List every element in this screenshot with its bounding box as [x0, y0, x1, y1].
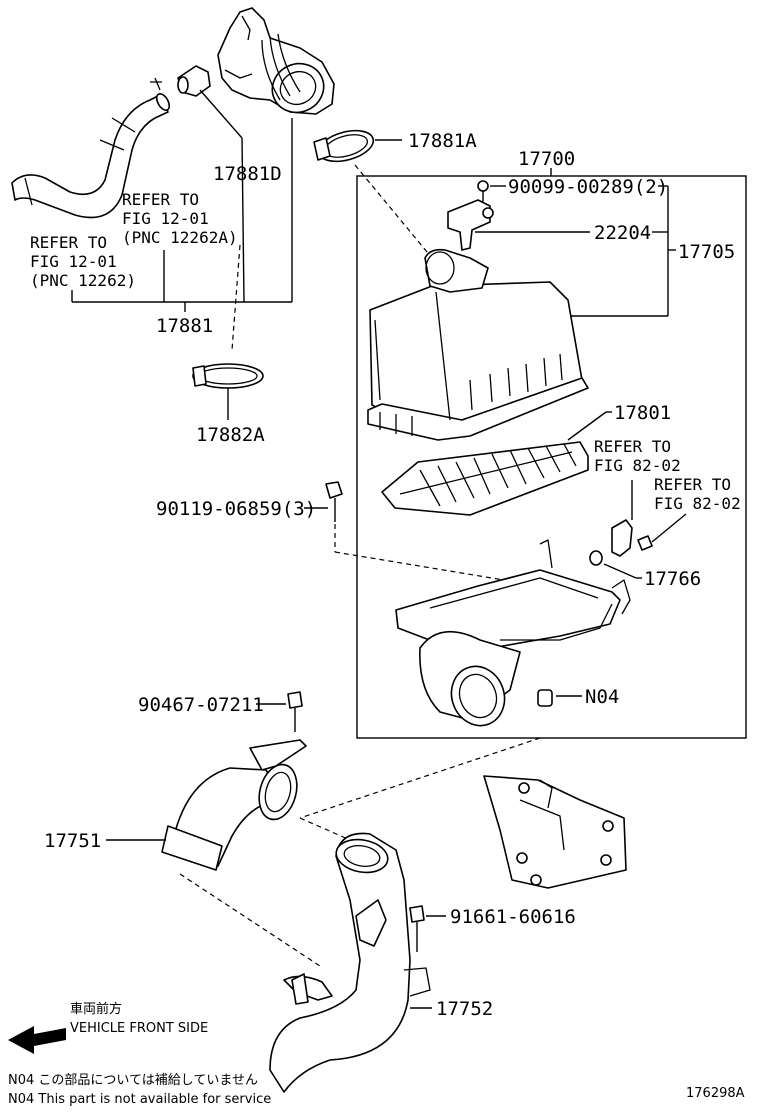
label-N04: N04 [585, 686, 619, 708]
label-17882A: 17882A [196, 424, 265, 446]
ref-line: (PNC 12262A) [122, 228, 238, 247]
callout-lines-17881 [71, 89, 293, 351]
grommet-N04-drawing [537, 689, 582, 707]
label-17752: 17752 [436, 998, 493, 1020]
ref-line: REFER TO [594, 437, 671, 456]
clamp-17882A-drawing [192, 363, 264, 420]
filter-element-17801-drawing [381, 411, 612, 516]
ref-line: FIG 12-01 [30, 252, 117, 271]
label-17766: 17766 [644, 568, 701, 590]
sensor-22204-drawing [447, 199, 590, 251]
label-90467-07211: 90467-07211 [138, 694, 264, 716]
ref-line: REFER TO [30, 233, 107, 252]
bolt-90099-drawing [477, 180, 506, 202]
bolt-91661-drawing [409, 905, 446, 952]
grommet-17766-drawing [589, 550, 642, 579]
callout-lines-17705 [565, 185, 676, 317]
ref-fig-82-02-b: REFER TO FIG 82-02 [654, 475, 741, 513]
note-en: N04 This part is not available for servi… [8, 1092, 271, 1107]
direction-label-en: VEHICLE FRONT SIDE [70, 1021, 208, 1036]
label-90119-06859: 90119-06859(3) [156, 498, 316, 520]
ref-line: REFER TO [122, 190, 199, 209]
ref-line: FIG 82-02 [654, 494, 741, 513]
bolt-90119-drawing [304, 481, 343, 522]
cleaner-case-drawing [395, 539, 631, 727]
ref-fig-12-01-pnc-12262A: REFER TO FIG 12-01 (PNC 12262A) [122, 190, 238, 247]
ref-fig-12-01-pnc-12262: REFER TO FIG 12-01 (PNC 12262) [30, 233, 136, 290]
label-17700: 17700 [518, 148, 575, 170]
front-arrow-icon [8, 1026, 66, 1054]
label-91661-60616: 91661-60616 [450, 906, 576, 928]
label-17881: 17881 [156, 315, 213, 337]
label-17881D: 17881D [213, 163, 282, 185]
ref-line: FIG 82-02 [594, 456, 681, 475]
bolt-90467-drawing [256, 691, 303, 732]
label-17801: 17801 [614, 402, 671, 424]
intake-hose-17881-drawing [11, 7, 335, 219]
label-17881A: 17881A [408, 130, 477, 152]
ref-line: FIG 12-01 [122, 209, 209, 228]
label-22204: 22204 [594, 222, 651, 244]
duct-17751-drawing [106, 739, 307, 871]
label-17705: 17705 [678, 241, 735, 263]
bracket-refer-82-02-drawing [611, 480, 687, 557]
label-90099-00289: 90099-00289(2) [508, 176, 668, 198]
ref-line: (PNC 12262) [30, 271, 136, 290]
support-bracket-drawing [483, 775, 627, 889]
cleaner-cap-17705-drawing [367, 248, 589, 441]
clamp-17881A-drawing [313, 129, 402, 163]
figure-id: 176298A [686, 1086, 745, 1101]
direction-label-jp: 車両前方 [70, 1001, 122, 1017]
ref-fig-82-02-a: REFER TO FIG 82-02 [594, 437, 681, 475]
note-jp: N04 この部品については補給していません [8, 1073, 258, 1088]
duct-17752-drawing [269, 832, 432, 1093]
label-17751: 17751 [44, 830, 101, 852]
ref-line: REFER TO [654, 475, 731, 494]
